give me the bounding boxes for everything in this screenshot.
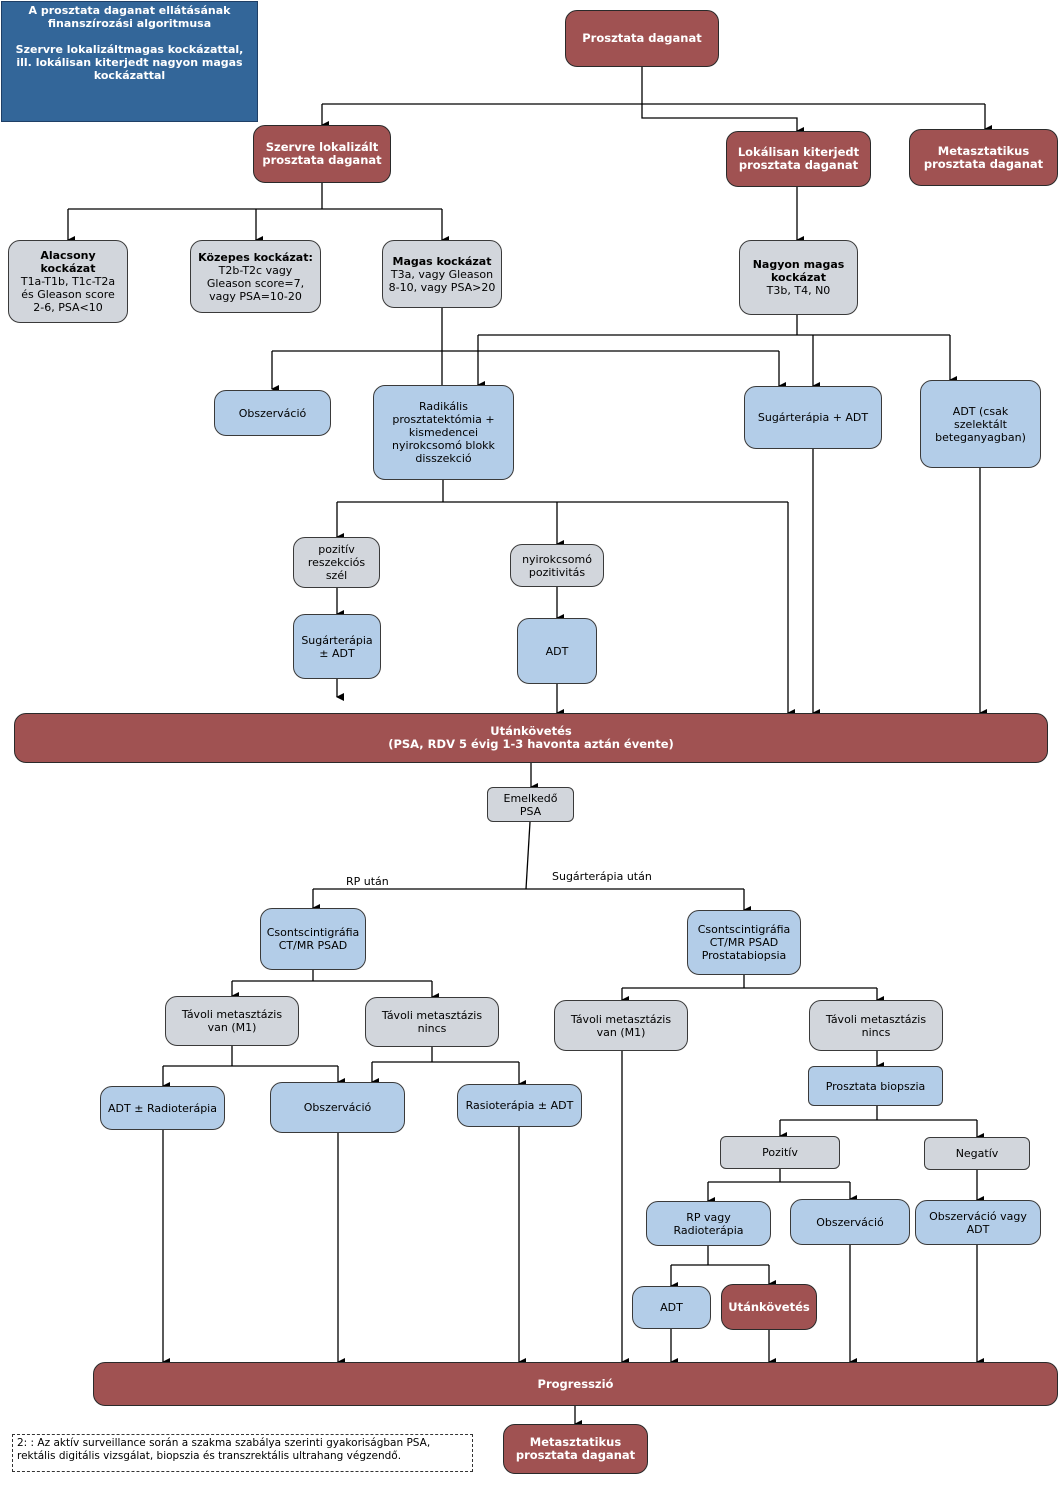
node-distant-meta-yes-right: Távoli metasztázis van (M1) <box>554 1000 688 1051</box>
node-biopsy-positive: Pozitív <box>720 1136 840 1169</box>
node-rp-or-radiotherapy: RP vagy Radioterápia <box>646 1201 771 1246</box>
node-rasiotherapy-adt: Rasioterápia ± ADT <box>457 1084 582 1127</box>
node-rising-psa: Emelkedő PSA <box>487 787 574 822</box>
node-radical-prostatectomy: Radikális prosztatektómia + kismedencei … <box>373 385 514 480</box>
node-intermediate-risk: Közepes kockázat: T2b-T2c vagy Gleason s… <box>190 240 321 313</box>
node-locally-advanced: Lokálisan kiterjedt prosztata daganat <box>726 131 871 187</box>
node-observation-2: Obszerváció <box>270 1082 405 1133</box>
node-adt-1: ADT <box>517 618 597 684</box>
footnote: 2: : Az aktív surveillance során a szakm… <box>12 1434 473 1472</box>
node-imaging-left: Csontscintigráfia CT/MR PSAD <box>260 908 366 970</box>
node-radiotherapy-adt: Sugárterápia + ADT <box>744 386 882 449</box>
edge-label-after-radiotherapy: Sugárterápia után <box>552 870 652 883</box>
followup-title: Utánkövetés <box>490 724 572 738</box>
algorithm-subtitle: Szervre lokalizáltmagas kockázattal, ill… <box>15 43 244 82</box>
very-high-risk-text: T3b, T4, N0 <box>766 284 831 297</box>
node-distant-meta-no-left: Távoli metasztázis nincs <box>365 997 499 1047</box>
node-radiotherapy-pm-adt: Sugárterápia ± ADT <box>293 614 381 679</box>
node-observation-or-adt: Obszerváció vagy ADT <box>915 1200 1041 1245</box>
node-very-high-risk: Nagyon magas kockázat T3b, T4, N0 <box>739 240 858 315</box>
node-imaging-right: Csontscintigráfia CT/MR PSAD Prostatabio… <box>687 910 801 975</box>
algorithm-title-box: A prosztata daganat ellátásának finanszí… <box>1 1 258 122</box>
node-adt-selected: ADT (csak szelektált beteganyagban) <box>920 380 1041 468</box>
low-risk-title: Alacsony kockázat <box>40 249 96 275</box>
node-prostate-biopsy: Prosztata biopszia <box>808 1066 943 1106</box>
edge-label-after-rp: RP után <box>346 875 389 888</box>
algorithm-title: A prosztata daganat ellátásának finanszí… <box>28 4 231 30</box>
node-observation-1: Obszerváció <box>214 390 331 436</box>
node-adt-2: ADT <box>632 1286 711 1329</box>
node-metastatic-bottom: Metasztatikus prosztata daganat <box>503 1424 648 1474</box>
node-adt-radiotherapy: ADT ± Radioterápia <box>100 1086 225 1130</box>
mid-risk-title: Közepes kockázat: <box>198 250 313 264</box>
high-risk-title: Magas kockázat <box>392 254 492 268</box>
node-followup-2: Utánkövetés <box>721 1284 817 1330</box>
node-high-risk: Magas kockázat T3a, vagy Gleason 8-10, v… <box>382 240 502 308</box>
node-distant-meta-yes-left: Távoli metasztázis van (M1) <box>165 996 299 1046</box>
node-prostate-cancer: Prosztata daganat <box>565 10 719 67</box>
low-risk-text: T1a-T1b, T1c-T2a és Gleason score 2-6, P… <box>20 275 116 314</box>
mid-risk-text: T2b-T2c vagy Gleason score=7, vagy PSA=1… <box>206 263 305 303</box>
node-metastatic-top: Metasztatikus prosztata daganat <box>909 129 1058 186</box>
node-biopsy-negative: Negatív <box>924 1137 1030 1170</box>
high-risk-text: T3a, vagy Gleason 8-10, vagy PSA>20 <box>388 267 496 294</box>
node-positive-margin: pozitív reszekciós szél <box>293 537 380 588</box>
followup-text: (PSA, RDV 5 évig 1-3 havonta aztán évent… <box>388 737 674 751</box>
node-observation-3: Obszerváció <box>790 1199 910 1245</box>
very-high-risk-title: Nagyon magas kockázat <box>752 258 845 284</box>
node-distant-meta-no-right: Távoli metasztázis nincs <box>809 1000 943 1051</box>
node-progression: Progresszió <box>93 1362 1058 1406</box>
node-organ-confined: Szervre lokalizált prosztata daganat <box>253 125 391 183</box>
node-lymph-node-positive: nyirokcsomó pozitivitás <box>510 544 604 587</box>
node-low-risk: Alacsony kockázat T1a-T1b, T1c-T2a és Gl… <box>8 240 128 323</box>
node-followup: Utánkövetés (PSA, RDV 5 évig 1-3 havonta… <box>14 713 1048 763</box>
